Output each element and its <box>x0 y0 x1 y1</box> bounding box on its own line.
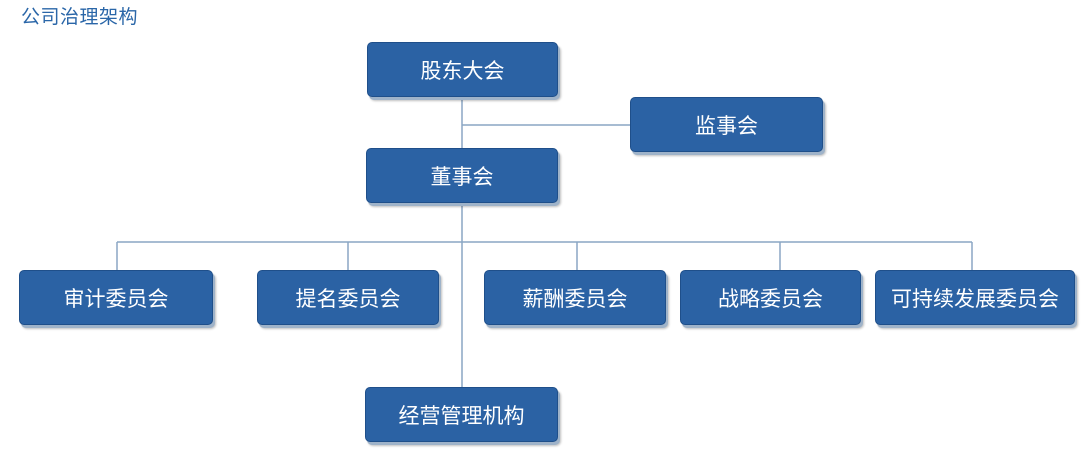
node-label: 战略委员会 <box>718 286 823 311</box>
node-label: 董事会 <box>430 164 494 189</box>
node-compensation-committee: 薪酬委员会 <box>484 270 666 325</box>
node-supervisory-board: 监事会 <box>630 97 823 152</box>
node-audit-committee: 审计委员会 <box>19 270 213 325</box>
node-nomination-committee: 提名委员会 <box>257 270 439 325</box>
node-label: 监事会 <box>695 113 758 138</box>
node-label: 股东大会 <box>420 58 505 83</box>
node-board-of-directors: 董事会 <box>366 148 558 203</box>
page-title: 公司治理架构 <box>21 6 139 28</box>
node-label: 可持续发展委员会 <box>891 286 1059 311</box>
node-strategy-committee: 战略委员会 <box>680 270 861 325</box>
node-label: 薪酬委员会 <box>522 286 628 311</box>
node-label: 审计委员会 <box>63 286 169 311</box>
node-label: 经营管理机构 <box>398 403 525 428</box>
node-sustainability-committee: 可持续发展委员会 <box>875 270 1075 325</box>
node-shareholders-meeting: 股东大会 <box>367 42 558 97</box>
node-label: 提名委员会 <box>295 286 401 311</box>
node-management: 经营管理机构 <box>365 387 558 442</box>
